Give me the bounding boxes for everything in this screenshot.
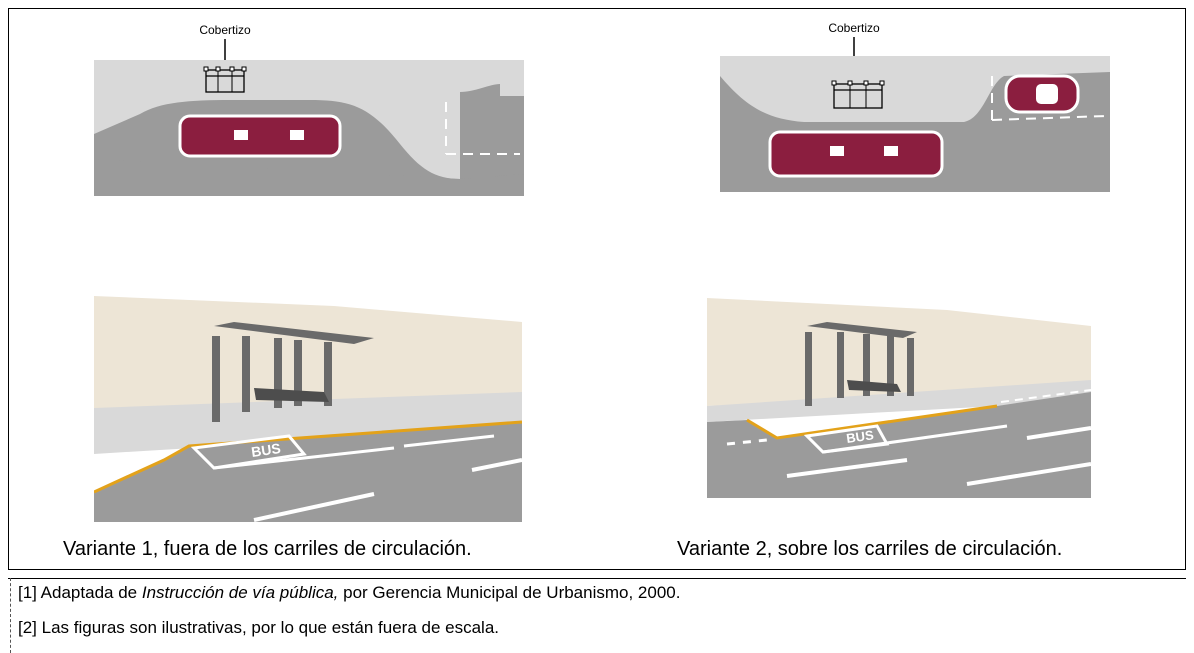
- footnote-1-suffix: por Gerencia Municipal de Urbanismo, 200…: [338, 583, 681, 602]
- footnote-1-prefix: [1] Adaptada de: [18, 583, 142, 602]
- caption-variant-1: Variante 1, fuera de los carriles de cir…: [63, 538, 472, 560]
- wall: [94, 296, 522, 414]
- footnote-1-title: Instrucción de vía pública,: [141, 583, 339, 602]
- shed-icon: [831, 80, 885, 109]
- notes-left-rule: [10, 578, 11, 653]
- plan-variant-2: Cobertizo: [720, 21, 1110, 192]
- notes-divider: [8, 578, 1186, 579]
- bus-bay-marking: BUS: [845, 427, 875, 446]
- figure-frame: [8, 8, 1186, 570]
- wall: [707, 298, 1091, 406]
- sidewalk: [94, 392, 522, 454]
- bus-shelter-icon: [212, 322, 374, 422]
- footnote-2: [2] Las figuras son ilustrativas, por lo…: [18, 618, 499, 637]
- shed-label: Cobertizo: [828, 21, 880, 35]
- shed-label: Cobertizo: [199, 23, 251, 37]
- perspective-variant-2: BUS: [707, 298, 1091, 498]
- bus-icon: [768, 130, 944, 178]
- caption-variant-2: Variante 2, sobre los carriles de circul…: [677, 538, 1063, 560]
- shed-icon: [203, 66, 247, 93]
- sidewalk: [707, 380, 1091, 422]
- bus-bay-marking: BUS: [250, 440, 282, 460]
- perspective-variant-1: BUS: [94, 296, 522, 522]
- bus-icon: [178, 114, 342, 158]
- footnote-1: [1] Adaptada de Instrucción de vía públi…: [18, 583, 680, 603]
- plan-variant-1: Cobertizo: [94, 23, 524, 196]
- road: [707, 392, 1091, 498]
- bus-shelter-icon: [805, 322, 917, 406]
- car-icon: [1004, 74, 1080, 114]
